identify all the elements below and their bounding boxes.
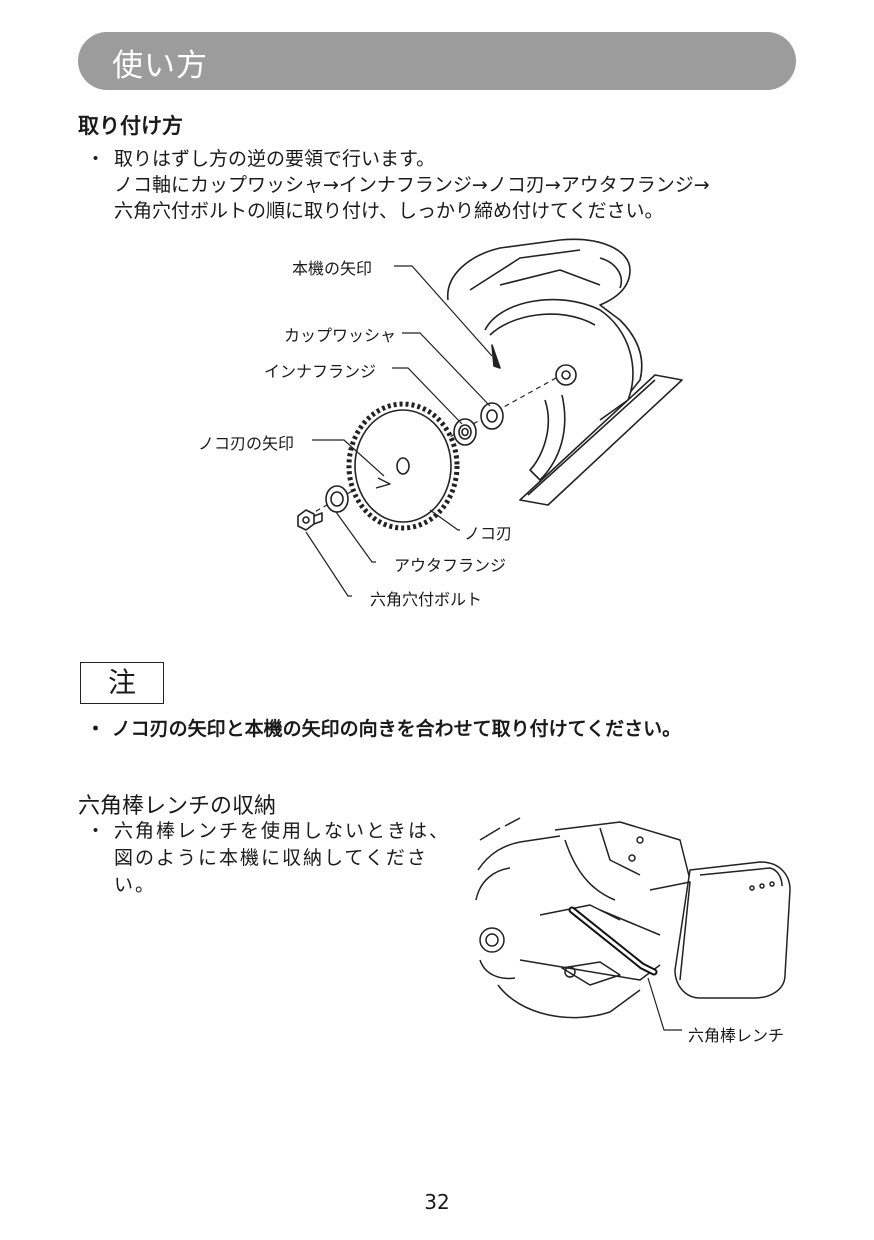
label-blade-arrow: ノコ刃の矢印 — [198, 434, 295, 453]
caution-text: ノコ刃の矢印と本機の矢印の向きを合わせて取り付けてください。 — [111, 718, 682, 740]
storage-heading: 六角棒レンチの収納 — [78, 794, 277, 819]
section-banner: 使い方 — [78, 32, 796, 90]
label-cup-washer: カップワッシャ — [284, 326, 397, 345]
install-line-2: ノコ軸にカップワッシャ→インナフランジ→ノコ刃→アウタフランジ→ — [114, 174, 710, 196]
storage-line-3: い。 — [114, 874, 157, 896]
install-paragraph: ・ 取りはずし方の逆の要領で行います。 ノコ軸にカップワッシャ→インナフランジ→… — [86, 146, 826, 224]
bullet: ・ — [86, 148, 106, 170]
storage-line-1: 六角棒レンチを使用しないときは、 — [114, 820, 451, 842]
bullet: ・ — [86, 820, 108, 842]
caution-note: ・ ノコ刃の矢印と本機の矢印の向きを合わせて取り付けてください。 — [86, 714, 681, 741]
label-machine-arrow: 本機の矢印 — [292, 259, 373, 278]
install-heading: 取り付け方 — [78, 114, 183, 138]
caution-label: 注 — [80, 662, 164, 704]
bullet: ・ — [86, 718, 106, 740]
storage-paragraph: ・ 六角棒レンチを使用しないときは、 図のように本機に収納してくださ い。 — [86, 818, 466, 899]
label-hex-wrench: 六角棒レンチ — [688, 1026, 785, 1045]
install-line-1: 取りはずし方の逆の要領で行います。 — [114, 148, 436, 170]
blade-installation-illustration — [297, 238, 683, 597]
label-hex-bolt: 六角穴付ボルト — [370, 590, 483, 609]
install-line-3: 六角穴付ボルトの順に取り付け、しっかり締め付けてください。 — [114, 200, 664, 222]
label-blade: ノコ刃 — [464, 524, 513, 543]
storage-line-2: 図のように本機に収納してくださ — [114, 847, 428, 869]
page-number: 32 — [424, 1190, 450, 1214]
label-outer-flange: アウタフランジ — [394, 556, 507, 575]
label-inner-flange: インナフランジ — [264, 362, 377, 381]
banner-title: 使い方 — [112, 48, 208, 84]
